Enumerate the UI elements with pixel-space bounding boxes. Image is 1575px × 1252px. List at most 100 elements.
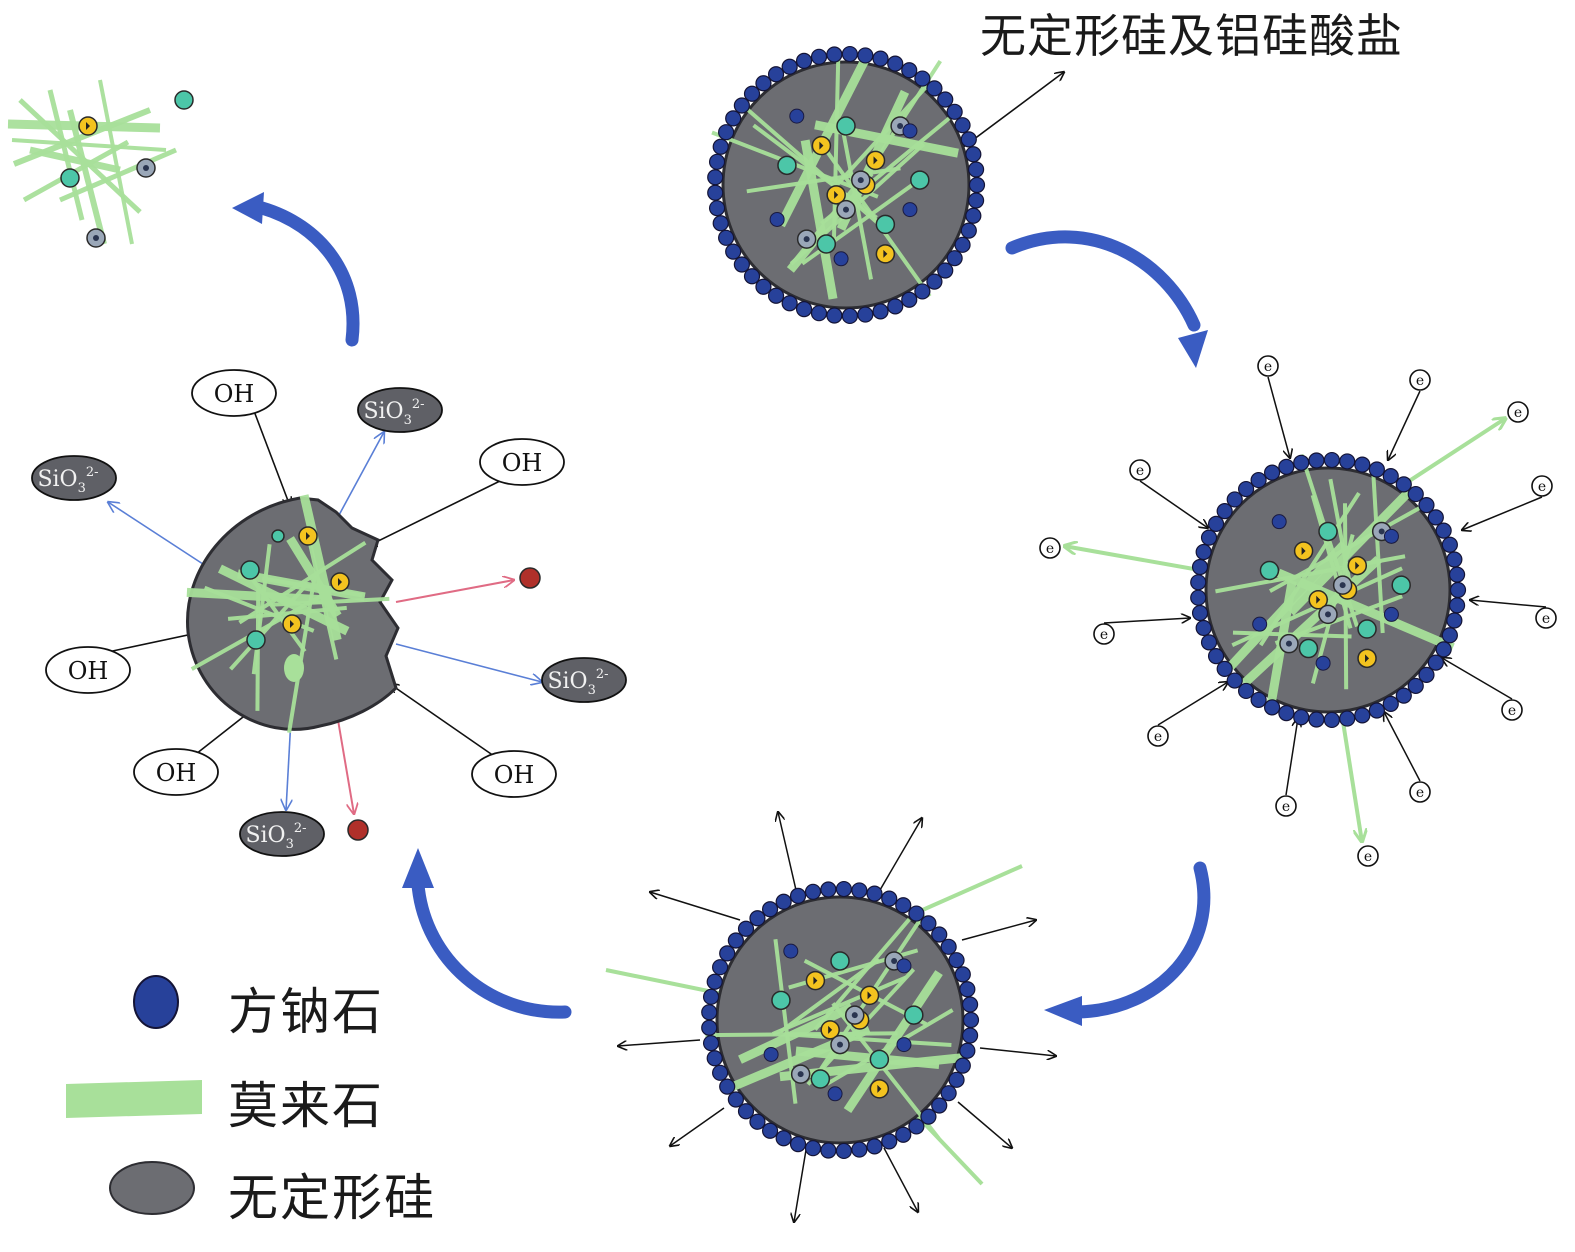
sodalite-particle-icon	[1446, 612, 1463, 629]
sodalite-particle-icon	[1278, 705, 1295, 722]
sodalite-particle-icon	[702, 988, 720, 1005]
sodalite-particle-icon	[887, 55, 904, 72]
sodalite-particle-icon	[749, 910, 766, 927]
sodalite-particle-icon	[1354, 707, 1371, 724]
sodalite-particle-icon	[835, 880, 852, 898]
sodalite-particle-icon	[1308, 452, 1325, 469]
cycle-arrow-shaft	[1005, 230, 1201, 332]
electron-ring	[1501, 699, 1523, 721]
particle-core-icon	[1301, 546, 1306, 555]
mullite-needle	[771, 975, 907, 1036]
sodalite-particle-icon	[783, 943, 799, 959]
particle-core-icon	[1316, 595, 1321, 604]
sodalite-particle-icon	[1339, 453, 1356, 470]
sodalite-particle-icon	[948, 952, 965, 969]
red-particle-icon	[347, 819, 369, 841]
sodalite-particle-icon	[1382, 695, 1399, 712]
mullite-needle	[1371, 475, 1385, 634]
particle-core-icon	[834, 190, 839, 199]
sodalite-particle-icon	[914, 70, 931, 87]
silicate-subscript: 3	[286, 837, 294, 852]
electron-symbol: e	[1514, 405, 1522, 421]
electron-symbol: e	[1264, 359, 1272, 375]
particle-core-icon	[803, 236, 810, 243]
electron-icon: e	[1129, 459, 1151, 481]
mullite-needle	[1310, 494, 1353, 629]
mullite-needle	[813, 917, 911, 1031]
particle-core-icon	[1339, 582, 1346, 589]
sodalite-particle-icon	[1427, 509, 1444, 526]
particle-core-icon	[1378, 528, 1385, 535]
sodalite-particle-icon	[826, 307, 843, 324]
hydroxide-ion: OH	[471, 750, 557, 798]
hydroxide-label: OH	[156, 759, 197, 787]
sodalite-particle-icon	[743, 268, 761, 285]
particle-core-icon	[891, 957, 898, 964]
teal-particle-icon	[904, 1005, 924, 1025]
cycle-arrow-top-right	[1005, 230, 1208, 368]
silicate-outflow-arrow	[108, 502, 207, 567]
silicate-oval	[357, 387, 443, 433]
sodalite-particle-icon	[914, 283, 931, 300]
cycle-arrow-shaft	[255, 201, 360, 347]
sodalite-particle-icon	[954, 1057, 971, 1074]
sodalite-particle-icon	[708, 200, 726, 217]
sodalite-particle-icon	[902, 202, 918, 218]
sodalite-particle-icon	[920, 1108, 937, 1125]
particle-core-icon	[883, 249, 888, 258]
sodalite-particle-icon	[872, 50, 889, 67]
teal-particle-icon	[777, 155, 797, 176]
mullite-fragment	[29, 146, 121, 174]
particle-core-icon	[797, 1071, 804, 1078]
hydroxide-oval	[471, 750, 557, 798]
sodalite-particle-icon	[896, 958, 912, 974]
sodalite-particle-icon	[1441, 627, 1458, 644]
electron-inflow-arrow	[1470, 600, 1547, 608]
sodalite-particle-icon	[725, 110, 742, 127]
electron-symbol: e	[1542, 611, 1550, 627]
hydroxide-label: OH	[502, 449, 543, 477]
mullite-needle	[307, 542, 339, 660]
teal-particle-icon	[1357, 619, 1377, 639]
sodalite-particle-icon	[707, 169, 724, 186]
electron-icon: e	[1275, 795, 1297, 817]
cycle-arrow-right	[1044, 861, 1211, 1026]
legend-label-amorphous-silica: 无定形硅	[228, 1169, 436, 1227]
legend-icons	[66, 975, 202, 1215]
teal-particle-icon	[1391, 575, 1411, 595]
sodalite-particle-icon	[895, 1126, 912, 1143]
hydroxide-inflow-arrow	[253, 410, 290, 506]
sodalite-particle-icon	[1293, 454, 1310, 471]
mullite-fragment	[284, 654, 304, 682]
sodalite-particle-icon	[851, 1141, 868, 1158]
sodalite-particle-icon	[908, 1118, 925, 1135]
sodalite-particle-icon	[1190, 589, 1207, 606]
sphere-dissolving-left	[186, 494, 400, 733]
sodalite-particle-icon	[948, 1071, 965, 1088]
silicate-ion: SiO32-	[239, 811, 325, 857]
electron-symbol: e	[1154, 729, 1162, 745]
outflow-arrow	[879, 818, 922, 891]
particle-core-icon	[837, 1041, 843, 1048]
electron-symbol: e	[1538, 479, 1546, 495]
cycle-arrow-head	[232, 192, 264, 224]
sodalite-particle-icon	[960, 222, 977, 239]
cycle-arrow-head	[402, 848, 434, 888]
mullite-needle	[1287, 488, 1412, 616]
sodalite-particle-icon	[1323, 451, 1340, 469]
outflow-arrow	[883, 1147, 918, 1212]
sodalite-particle-icon	[1216, 503, 1233, 520]
free-fragments	[7, 79, 194, 248]
hydroxide-ion: OH	[133, 748, 219, 796]
silicate-superscript: 2-	[294, 821, 307, 836]
sphere-coated-top	[707, 45, 986, 325]
sodalite-particle-icon	[1368, 461, 1385, 478]
electron-inflow-arrow	[1462, 496, 1543, 530]
sodalite-particle-icon	[804, 1140, 822, 1157]
particle-core-icon	[1365, 654, 1370, 663]
sodalite-particle-icon	[1237, 682, 1255, 700]
particle-core-icon	[867, 991, 872, 1000]
sodalite-particle-icon	[866, 1138, 883, 1155]
sodalite-particle-icon	[1407, 677, 1424, 695]
